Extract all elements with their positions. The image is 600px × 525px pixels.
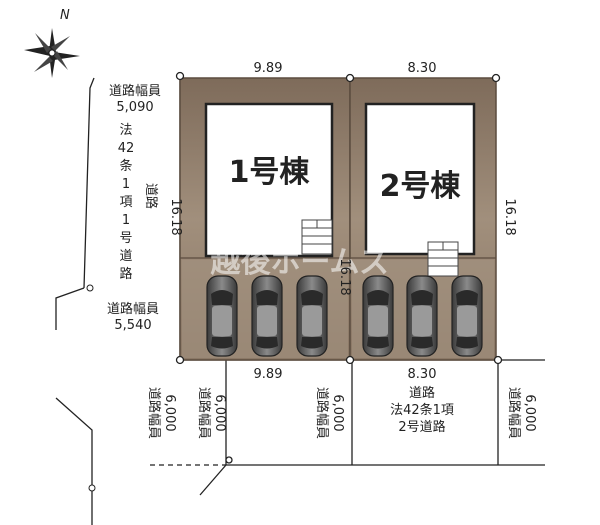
stairs-icon	[427, 241, 459, 277]
southwest-boundary-marker	[88, 484, 96, 492]
west-road-type-char: 法	[119, 123, 132, 138]
lot-2-depth: 16.18	[502, 198, 517, 235]
compass-icon: N	[24, 8, 80, 78]
lot-1-rear: 9.89	[254, 367, 283, 382]
building-2-label: 2号棟	[380, 169, 462, 204]
south-road-width-label-3: 道路幅員	[314, 387, 330, 439]
cars	[206, 275, 483, 357]
building-2	[364, 102, 476, 256]
car-icon	[251, 275, 283, 357]
west-road-type-char: 1	[122, 213, 130, 228]
south-road-width-label-4: 道路幅員	[506, 387, 522, 439]
west-road-width-bottom: 5,540	[114, 318, 151, 333]
west-road-type-char: 路	[119, 266, 132, 282]
west-road-type-char: 1	[122, 177, 130, 192]
west-road-type-char: 号	[119, 231, 132, 246]
building-1-label: 1号棟	[229, 155, 311, 190]
south-road-width-3: 6,000	[330, 394, 345, 431]
lot-2-rear: 8.30	[408, 367, 437, 382]
car-icon	[362, 275, 394, 357]
stairs-icon	[301, 219, 333, 255]
south-road-width-4: 6,000	[522, 394, 537, 431]
west-road-type-char: 道	[119, 249, 132, 264]
west-road-type-vertical: 法 42 条 1 項 1 号道路	[118, 123, 135, 282]
south-road-class: 2号道路	[398, 419, 445, 435]
car-icon	[296, 275, 328, 357]
north-label: N	[60, 8, 70, 23]
west-road-type-char: 項	[119, 195, 132, 210]
lot-divider-depth: 16.18	[337, 258, 352, 295]
west-boundary-marker	[86, 284, 94, 292]
lot-2-frontage: 8.30	[408, 61, 437, 76]
west-road-type-char: 条	[119, 158, 132, 174]
car-icon	[406, 275, 438, 357]
west-road-width-label-bottom: 道路幅員	[107, 301, 159, 317]
south-road-name: 道路	[409, 385, 435, 401]
lot-1-frontage: 9.89	[254, 61, 283, 76]
south-road-width-label-1: 道路幅員	[146, 387, 162, 439]
south-road-width-label-2: 道路幅員	[196, 387, 212, 439]
west-road-width-top: 5,090	[116, 100, 153, 115]
car-icon	[451, 275, 483, 357]
corner-markers	[175, 71, 503, 464]
west-road-type-road: 道路	[143, 183, 159, 209]
lot-1-depth: 16.18	[168, 198, 183, 235]
south-road-width-2: 6,000	[212, 394, 227, 431]
south-road-width-1: 6,000	[162, 394, 177, 431]
south-road-law: 法42条1項	[390, 402, 454, 418]
watermark: 越後ホームズ	[210, 245, 389, 280]
west-road-width-label-top: 道路幅員	[109, 83, 161, 99]
west-road-type-char: 42	[118, 141, 135, 156]
south-road-lines	[180, 359, 545, 496]
car-icon	[206, 275, 238, 357]
